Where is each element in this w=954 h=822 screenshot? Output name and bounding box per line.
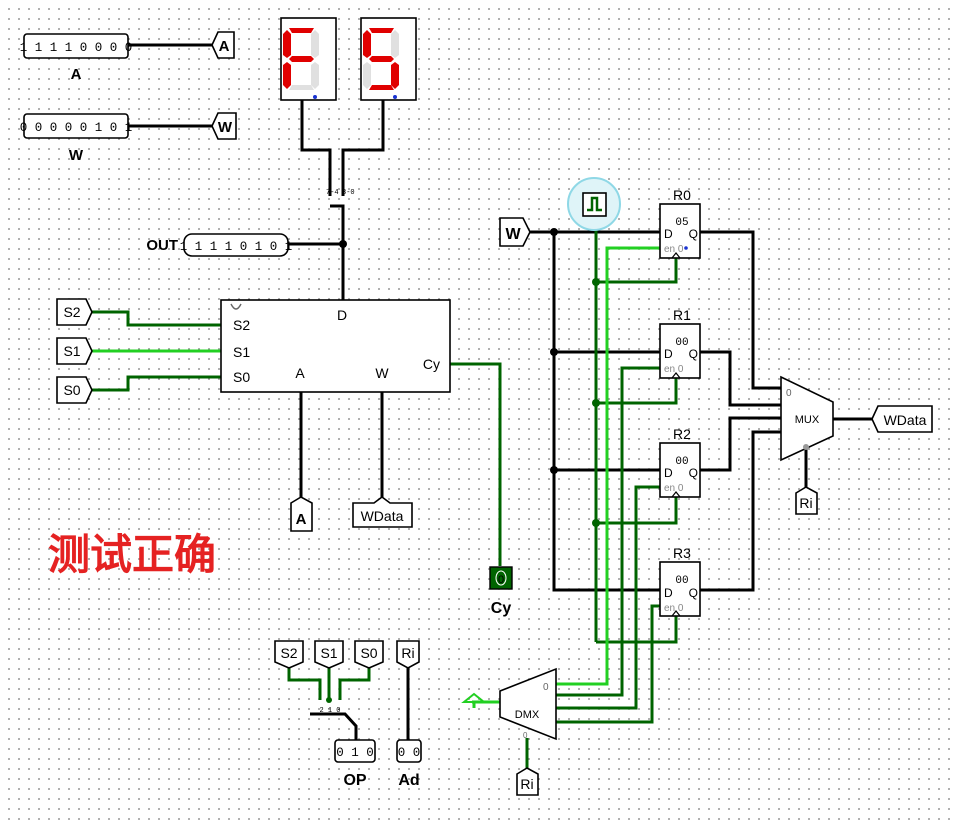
svg-text:Q: Q [689,586,698,600]
hex-display-high: F [280,17,337,101]
svg-text:D: D [664,466,673,480]
svg-text:W: W [505,226,521,243]
mux-block: 0 MUX [780,375,834,462]
input-w-label: W [69,147,84,164]
tunnel-s0-input: S0 [56,376,93,404]
svg-text:0: 0 [543,682,549,693]
tunnel-w-registers: W [499,217,531,247]
hex-display-low: 5 [360,17,417,101]
svg-text:0: 0 [786,388,792,399]
svg-text:WData: WData [361,508,404,524]
ad-probe: 0 0 [396,739,422,763]
tunnel-s2-op: S2 [274,640,304,669]
register-r1: R1 00 D Q en 0 [659,307,701,379]
tunnel-ri-dmx: Ri [516,767,539,796]
alu-pin-s1: S1 [233,344,250,360]
tunnel-ri-ad: Ri [396,640,420,669]
alu-pin-s0: S0 [233,369,250,385]
svg-text:R0: R0 [673,187,691,203]
alu-pin-cy: Cy [423,356,440,372]
wires [92,43,878,770]
svg-text:0: 0 [523,731,528,740]
svg-text:3-0: 3-0 [342,189,355,197]
cy-probe: 0 [489,566,513,590]
ad-label: Ad [398,772,419,789]
tunnel-s2-input: S2 [56,298,93,326]
svg-text:A: A [296,511,307,528]
svg-text:Q: Q [689,227,698,241]
svg-text:A: A [219,38,230,55]
out-probe-label: OUT [146,237,178,254]
svg-text:S0: S0 [360,645,377,661]
svg-text:D: D [664,347,673,361]
input-w-pin[interactable]: 0 0 0 0 0 1 0 1 [20,113,133,139]
dmx-block: DMX 0 0 [499,667,557,741]
svg-text:S2: S2 [280,645,297,661]
svg-text:0 0: 0 0 [398,746,421,760]
op-probe: 0 1 0 [334,739,376,763]
tunnel-s0-op: S0 [354,640,384,669]
tunnel-ri-mux: Ri [795,486,818,515]
svg-text:7-4: 7-4 [326,189,339,197]
tunnel-s1-op: S1 [314,640,344,669]
svg-text:WData: WData [884,412,927,428]
svg-text:MUX: MUX [795,414,820,426]
svg-text:D: D [664,227,673,241]
input-a-label: A [71,66,82,83]
out-probe-bits: 1 1 1 1 0 1 0 1 [180,240,293,254]
alu-pin-d: D [337,307,347,323]
svg-text:Ri: Ri [401,645,414,661]
tunnel-wdata-output: WData [871,405,933,433]
op-label: OP [343,772,366,789]
tunnel-wdata-alu: WData [352,496,413,528]
svg-text:R2: R2 [673,426,691,442]
out-probe: 1 1 1 1 0 1 0 1 [180,233,293,257]
alu-block: S2 S1 S0 D A W Cy [220,299,451,393]
svg-text:R3: R3 [673,545,691,561]
svg-text:00: 00 [675,456,688,468]
svg-text:S0: S0 [63,382,80,398]
cy-probe-label: Cy [491,600,512,617]
svg-text:Q: Q [689,466,698,480]
svg-text:en 0: en 0 [664,603,684,614]
op-splitter-marks: 2 1 0 [319,707,340,715]
tunnel-a-output: A [211,31,235,59]
test-result-note: 测试正确 [48,531,216,578]
register-r0: R0 05 D Q en 0 [659,187,701,259]
svg-text:en 0: en 0 [664,364,684,375]
input-a-bits: 1 1 1 1 0 0 0 0 [20,41,133,55]
register-r3: R3 00 D Q en 0 [659,545,701,617]
svg-text:Ri: Ri [520,776,533,792]
tunnel-a-alu: A [290,496,313,532]
svg-text:00: 00 [675,575,688,587]
svg-text:en 0: en 0 [664,244,684,255]
alu-pin-w: W [375,365,389,381]
tunnel-w-output: W [211,112,237,140]
splitter-top: 7-4 3-0 [326,189,355,197]
input-w-bits: 0 0 0 0 0 1 0 1 [20,121,133,135]
svg-text:S1: S1 [320,645,337,661]
svg-text:Ri: Ri [799,495,812,511]
dmx-input-arrow [461,692,487,703]
svg-text:Q: Q [689,347,698,361]
svg-text:D: D [664,586,673,600]
svg-text:05: 05 [675,217,688,229]
svg-text:R1: R1 [673,307,691,323]
alu-pin-s2: S2 [233,317,250,333]
svg-text:W: W [218,119,233,136]
alu-pin-a: A [295,365,305,381]
input-a-pin[interactable]: 1 1 1 1 0 0 0 0 [20,33,133,59]
svg-text:0 1 0: 0 1 0 [336,746,374,760]
svg-text:en 0: en 0 [664,483,684,494]
svg-text:0: 0 [498,574,504,586]
register-r2: R2 00 D Q en 0 [659,426,701,498]
svg-text:S2: S2 [63,304,80,320]
junction-dots [326,228,600,703]
svg-text:DMX: DMX [515,709,540,721]
clock-input[interactable] [567,177,621,231]
tunnel-s1-input: S1 [56,337,93,365]
svg-text:00: 00 [675,337,688,349]
svg-text:S1: S1 [63,343,80,359]
